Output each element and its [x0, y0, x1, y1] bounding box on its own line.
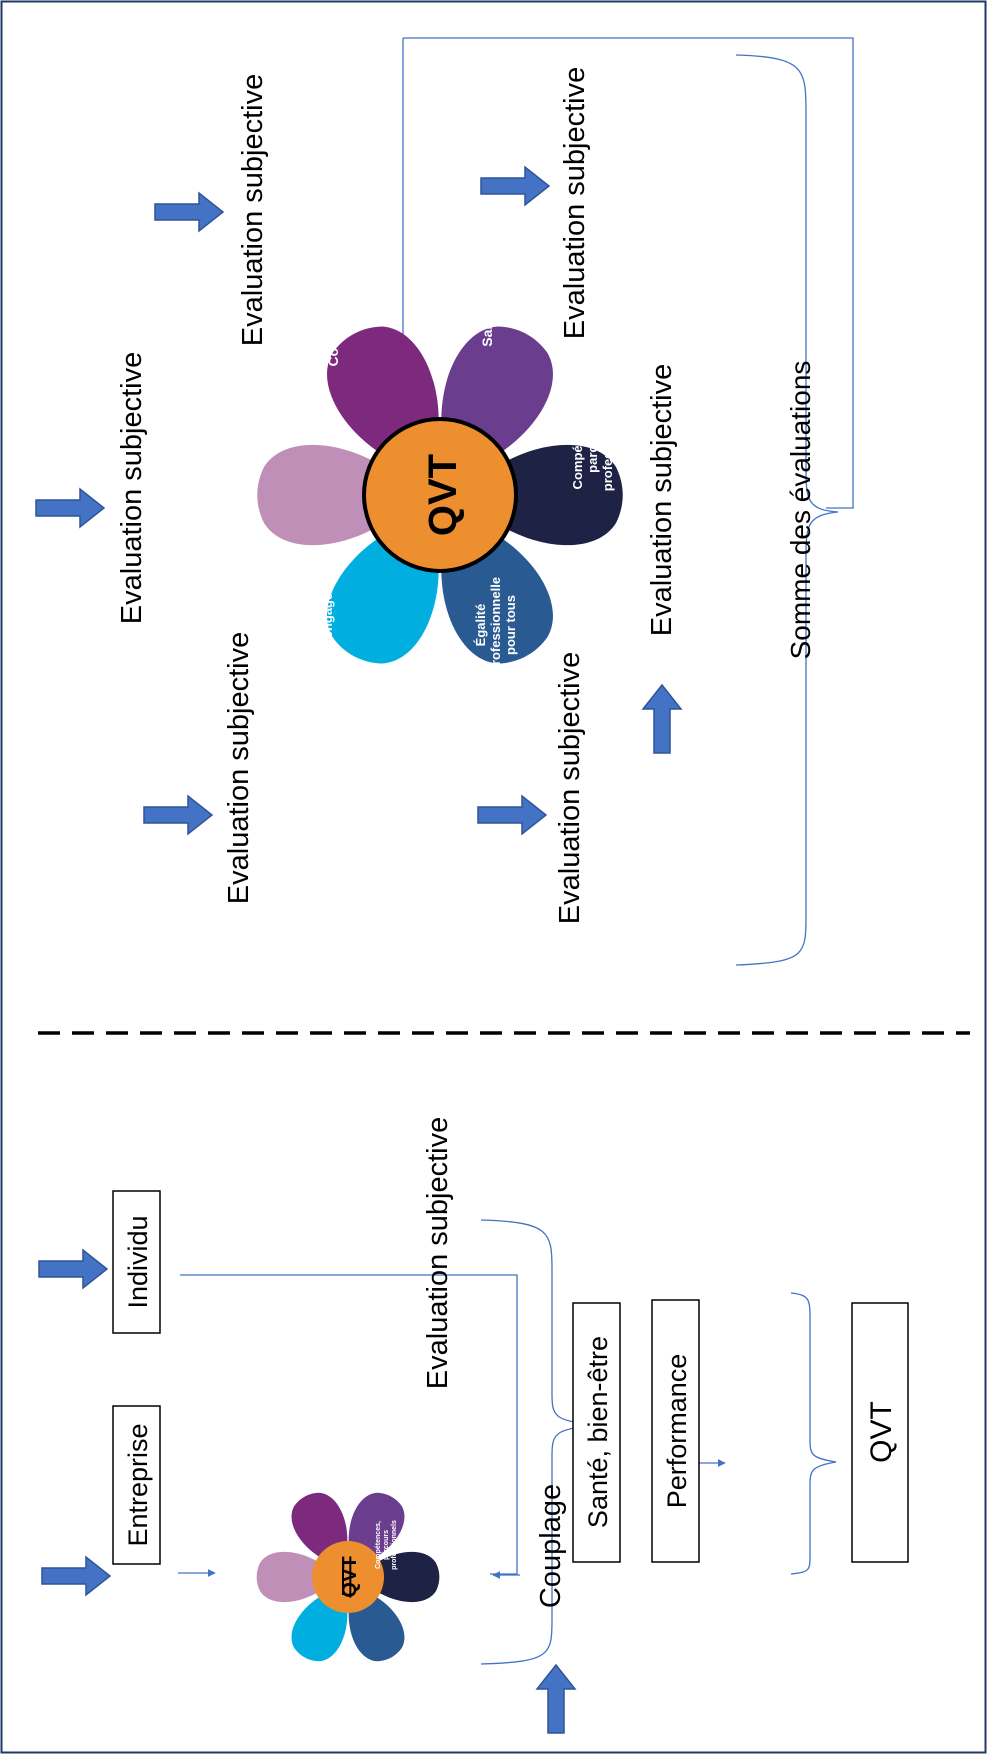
petal-management-line-2: participatif, [305, 565, 320, 635]
small-petal-management-line-1: Management [253, 1638, 260, 1681]
performance-brace [790, 1292, 837, 1575]
block-arrow-relations [35, 488, 105, 528]
small-petal-relations-line-3: climat social [223, 1524, 230, 1566]
block-arrow-sante [480, 166, 550, 206]
block-arrow-competences [642, 684, 682, 754]
petal-egalite-line-3: pour tous [503, 595, 518, 655]
sante-label: Santé, bien-être [583, 1336, 613, 1528]
small-petal-contenu-label: Contenu du travail [265, 1440, 274, 1510]
small-petal-management-label: Management participatif, engagement [253, 1638, 276, 1681]
petal-competences-line-3: professionnels [600, 399, 615, 491]
small-petal-egalite-line-1: Égalité [337, 1660, 346, 1683]
block-arrow-contenu [154, 192, 224, 232]
individu-connector [180, 1274, 518, 1575]
sante-box [572, 1302, 621, 1563]
top-flower [257, 310, 623, 680]
individu-box [112, 1190, 161, 1334]
small-petal-management-line-2: participatif, [261, 1641, 268, 1679]
qvt-center [362, 417, 518, 573]
small-petal-relations-label: Relations au travail, climat social [207, 1524, 230, 1566]
petal-relations-line-3: climat social [228, 416, 243, 494]
small-petal-relations-line-1: Relations [207, 1529, 214, 1561]
small-petal-competences-line-1: Compétences, [375, 1521, 382, 1569]
small-qvt-center [312, 1541, 384, 1613]
petal-egalite-line-1: Égalité [473, 604, 488, 647]
performance-box [651, 1299, 700, 1563]
small-petal-egalite-label: Égalité professionnelle pour tous [337, 1646, 362, 1698]
petal-management-line-3: engagement [320, 561, 335, 638]
block-arrow-entreprise [41, 1556, 111, 1596]
small-qvt-label: QVT [339, 1556, 361, 1597]
individu-label: Individu [123, 1215, 153, 1308]
bottom-flower [256, 1484, 440, 1670]
eval-label-egalite: Evaluation subjective [554, 652, 586, 924]
block-arrow-couplage [536, 1664, 576, 1734]
eval-label-contenu: Evaluation subjective [237, 74, 269, 346]
small-petal-sante-label: Santé au travail [347, 1440, 356, 1499]
petal-relations-line-2: au travail, [213, 425, 228, 486]
small-petal-egalite-line-2: professionnelle [347, 1646, 354, 1698]
petal-competences-label: Compétences, parcours professionnels [570, 399, 615, 491]
entreprise-label: Entreprise [123, 1423, 153, 1546]
eval-label-relations: Evaluation subjective [116, 352, 148, 624]
small-petal-relations-line-2: au travail, [215, 1529, 222, 1562]
petal-competences-line-1: Compétences, [570, 401, 585, 490]
bottom-eval-label: Evaluation subjective [422, 1117, 454, 1389]
petal-sante-label: Santé au travail [479, 243, 495, 347]
eval-label-management: Evaluation subjective [223, 632, 255, 904]
petal-egalite-line-2: professionnelle [488, 577, 503, 673]
qvt-box [851, 1302, 909, 1563]
top-panel: QVT Contenu du travail Santé au travail … [35, 37, 854, 966]
petal-management-label: Management participatif, engagement [290, 560, 335, 640]
small-petal-egalite-line-3: pour tous [355, 1656, 362, 1688]
petal-egalite-label: Égalité professionnelle pour tous [473, 577, 518, 673]
small-petal-competences-line-2: parcours [383, 1530, 390, 1560]
small-petal-management-line-3: engagement [269, 1639, 276, 1681]
block-arrow-egalite [477, 795, 547, 835]
petal-relations-label: Relations au travail, climat social [198, 416, 243, 494]
small-petal-competences-line-3: professionnels [391, 1520, 398, 1570]
qvt-center-label: QVT [421, 454, 465, 536]
eval-label-sante: Evaluation subjective [559, 67, 591, 339]
qvt-label: QVT [865, 1401, 898, 1463]
performance-label: Performance [662, 1354, 692, 1509]
eval-label-competences: Evaluation subjective [646, 364, 678, 636]
entreprise-box [112, 1405, 161, 1565]
block-arrow-individu [38, 1249, 108, 1289]
bottom-panel: QVT Contenu du travail Santé au travail … [38, 1117, 909, 1734]
couplage-label: Couplage [535, 1484, 567, 1608]
petal-competences-line-2: parcours [585, 417, 600, 473]
sum-label: Somme des évaluations [785, 361, 816, 660]
block-arrow-management [143, 795, 213, 835]
small-petal-competences-label: Compétences, parcours professionnels [375, 1520, 398, 1570]
petal-management-line-1: Management [290, 560, 305, 640]
sum-brace [735, 54, 839, 966]
petal-contenu-label: Contenu du travail [325, 244, 341, 367]
return-connector [403, 37, 854, 509]
petal-relations-line-1: Relations [198, 426, 213, 485]
